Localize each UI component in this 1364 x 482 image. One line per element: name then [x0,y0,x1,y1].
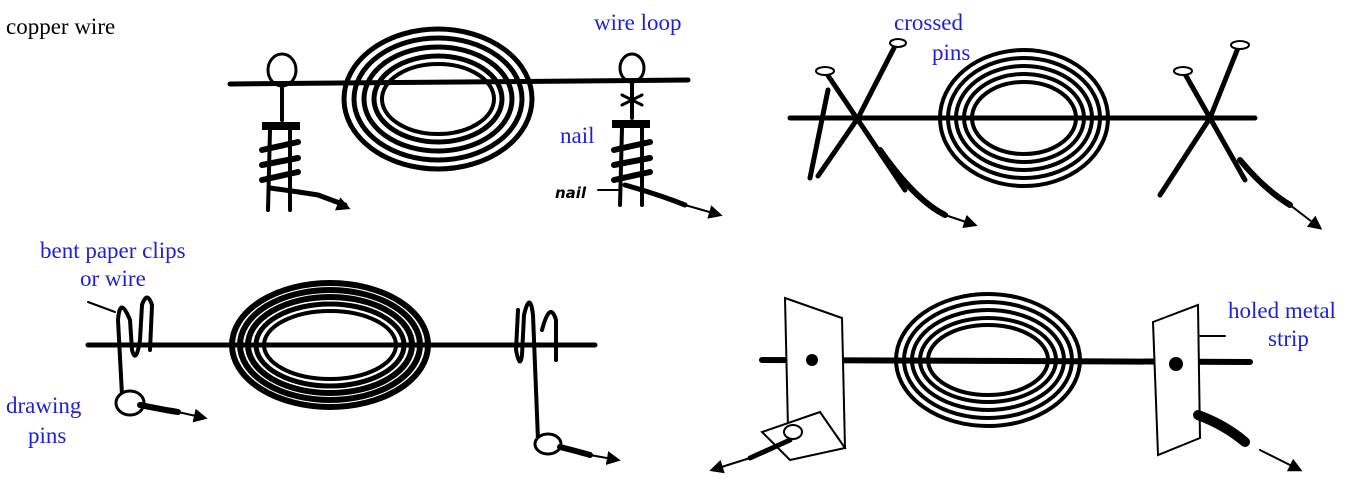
label-nail: nail [560,123,595,149]
handwritten-nail: nail [555,180,586,206]
label-holed-metal-strip-line2: strip [1268,326,1309,352]
top-left-caption: copper wire [6,14,115,40]
label-drawing-pins-line1: drawing [6,393,81,419]
sketch-holed-metal-strip [712,294,1300,470]
label-wire-loop: wire loop [594,10,682,36]
label-bent-paper-clips-line2: or wire [80,266,146,292]
sketch-wire-loop-nail [230,29,720,215]
coil-1 [344,29,532,169]
label-crossed-pins-line2: pins [932,40,970,66]
label-bent-paper-clips-line1: bent paper clips [40,238,186,264]
label-drawing-pins-line2: pins [28,423,66,449]
sketch-crossed-pins [790,39,1320,228]
sketch-bent-paper-clips [88,283,618,460]
label-crossed-pins-line1: crossed [894,10,963,36]
label-holed-metal-strip-line1: holed metal [1228,298,1336,324]
left-wire-loop [262,54,348,210]
